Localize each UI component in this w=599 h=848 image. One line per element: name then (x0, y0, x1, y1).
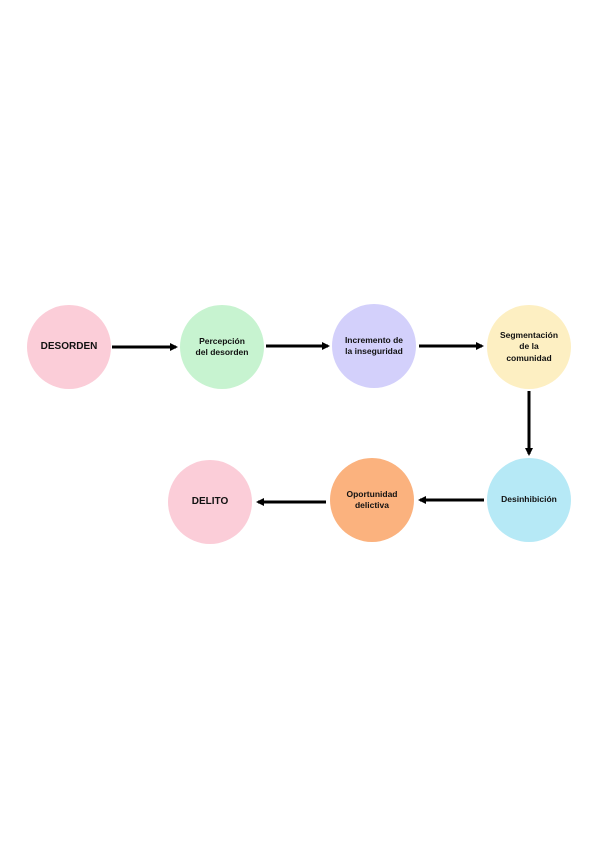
node-incremento-de-la-inseguridad: Incremento de la inseguridad (332, 304, 416, 388)
node-delito: DELITO (168, 460, 252, 544)
node-segmentacion-de-la-comunidad: Segmentación de la comunidad (487, 305, 571, 389)
node-percepcion-del-desorden: Percepción del desorden (180, 305, 264, 389)
node-oportunidad-delictiva: Oportunidad delictiva (330, 458, 414, 542)
node-desinhibicion: Desinhibición (487, 458, 571, 542)
node-desorden: DESORDEN (27, 305, 111, 389)
